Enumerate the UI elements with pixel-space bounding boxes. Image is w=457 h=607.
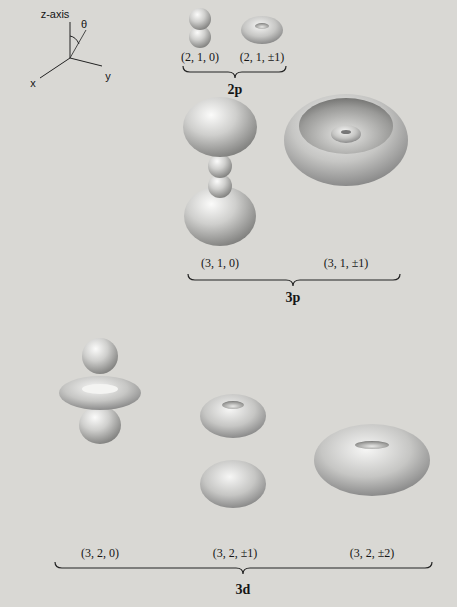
brace xyxy=(183,66,286,78)
brace xyxy=(55,562,432,574)
torus xyxy=(284,94,408,186)
torus-hole xyxy=(222,401,244,409)
torus-hole xyxy=(255,23,269,29)
torus-hole xyxy=(82,384,118,394)
torus xyxy=(200,394,266,438)
subshell-name: 3d xyxy=(236,582,251,597)
brace xyxy=(188,274,400,286)
axis-label: x xyxy=(30,77,36,89)
lobe xyxy=(79,406,121,444)
y-axis-line xyxy=(70,58,102,66)
quantum-numbers: (3, 2, ±2) xyxy=(350,547,395,560)
quantum-numbers: (2, 1, 0) xyxy=(181,51,219,64)
z-axis-line xyxy=(70,22,71,58)
torus-hole xyxy=(341,130,351,134)
lobe xyxy=(183,97,257,157)
lobe xyxy=(208,154,232,178)
axis-label: y xyxy=(105,70,111,82)
torus xyxy=(241,16,283,44)
theta-arc xyxy=(70,36,79,44)
radius-line xyxy=(70,30,86,58)
torus xyxy=(314,424,430,496)
lobe xyxy=(82,338,118,374)
quantum-numbers: (3, 1, ±1) xyxy=(324,257,369,270)
torus xyxy=(59,376,141,410)
x-axis-line xyxy=(40,58,70,78)
quantum-numbers: (3, 1, 0) xyxy=(201,257,239,270)
lobe xyxy=(189,8,211,30)
torus-hole xyxy=(355,441,389,449)
axis-label: z-axis xyxy=(41,8,70,20)
inner-torus xyxy=(331,125,361,143)
quantum-numbers: (3, 2, ±1) xyxy=(213,547,258,560)
subshell-name: 2p xyxy=(228,82,243,97)
quantum-numbers: (3, 2, 0) xyxy=(81,547,119,560)
quantum-numbers: (2, 1, ±1) xyxy=(240,51,285,64)
torus xyxy=(200,460,266,508)
subshell-name: 3p xyxy=(286,290,301,305)
torus-opening xyxy=(299,98,393,154)
angle-label: θ xyxy=(81,18,87,30)
